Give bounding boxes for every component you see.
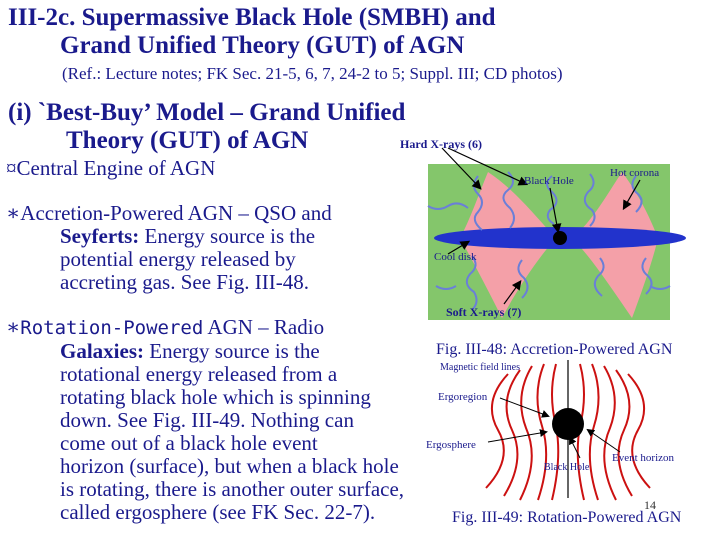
page-number: 14	[644, 498, 656, 512]
section-heading: (i) `Best-Buy’ Model – Grand Unified The…	[8, 99, 528, 155]
fig48-hard-xray-arrow	[441, 147, 482, 190]
fig48-label-soft-xrays: Soft X-rays (7)	[446, 305, 521, 319]
fig49-horizon-arrow	[586, 428, 621, 453]
fig49-label-event-horizon: Event horizon	[612, 452, 675, 464]
fig49-ergoregion-arrow	[499, 397, 550, 418]
figure-49-caption: Fig. III-49: Rotation-Powered AGN	[452, 509, 682, 526]
bullet-central-engine: ¤Central Engine of AGN	[6, 156, 216, 180]
fig49-label-ergosphere: Ergosphere	[426, 439, 476, 451]
accretion-line-4: accreting gas. See Fig. III-48.	[60, 270, 309, 294]
fig48-label-hard-xrays: Hard X-rays (6)	[400, 137, 482, 151]
title-line-1: III-2c. Supermassive Black Hole (SMBH) a…	[8, 4, 496, 31]
fig48-label-hot-corona: Hot corona	[610, 167, 659, 179]
section-heading-line-1: (i) `Best-Buy’ Model – Grand Unified	[8, 99, 406, 126]
bullet-accretion: ∗Accretion-Powered AGN – QSO and Seyfert…	[6, 202, 406, 294]
rotation-rest: Energy source is the	[144, 339, 320, 363]
fig49-ergosphere-arrow	[487, 429, 548, 443]
section-heading-line-2: Theory (GUT) of AGN	[66, 127, 309, 154]
fig48-softxray-arrow	[503, 280, 522, 305]
accretion-line-2: Seyferts: Energy source is the	[6, 225, 406, 248]
fig49-label-magnetic-field: Magnetic field lines	[440, 362, 520, 373]
figure-48-diagram: Hard X-rays (6) Black Hole Hot corona Co…	[400, 137, 686, 320]
bullet-rotation: ∗Rotation-Powered AGN – Radio Galaxies: …	[6, 316, 456, 524]
rotation-line: down. See Fig. III-49. Nothing can	[60, 408, 354, 432]
fig48-blackhole-arrow	[549, 187, 562, 234]
slide-title: III-2c. Supermassive Black Hole (SMBH) a…	[8, 4, 708, 60]
accretion-head: Accretion-Powered AGN – QSO and	[20, 201, 332, 225]
rotation-bold-term: Galaxies:	[60, 339, 144, 363]
fig48-hard-xray-arrow-2	[447, 147, 529, 186]
fig48-label-cool-disk: Cool disk	[434, 251, 477, 263]
rotation-line: rotating black hole which is spinning	[60, 385, 371, 409]
title-line-2: Grand Unified Theory (GUT) of AGN	[60, 32, 465, 59]
bullet-marker: ∗	[6, 201, 21, 225]
fig49-label-black-hole: Black Hole	[544, 462, 590, 473]
rotation-line: rotational energy released from a	[60, 362, 338, 386]
figure-48-caption: Fig. III-48: Accretion-Powered AGN	[436, 341, 673, 358]
bullet-marker: ∗	[6, 315, 21, 339]
fig48-cooldisk-arrow	[447, 240, 471, 255]
fig48-black-hole	[553, 231, 567, 245]
rotation-mono-term: Rotation-Powered	[20, 317, 204, 339]
rotation-line: is rotating, there is another outer surf…	[60, 477, 405, 501]
fig48-label-black-hole: Black Hole	[524, 175, 574, 187]
fig49-field-lines	[485, 363, 651, 501]
fig49-blackhole-arrow	[569, 436, 581, 459]
rotation-head: AGN – Radio	[203, 315, 325, 339]
accretion-line-3: potential energy released by	[60, 247, 296, 271]
reference-note: (Ref.: Lecture notes; FK Sec. 21-5, 6, 7…	[62, 64, 563, 83]
accretion-rest: Energy source is the	[139, 224, 316, 248]
rotation-line: called ergosphere (see FK Sec. 22-7).	[60, 500, 376, 524]
fig48-corona-arrow	[622, 179, 641, 211]
rotation-line: horizon (surface), but when a black hole	[60, 454, 399, 478]
rotation-line-2: Galaxies: Energy source is the	[6, 340, 456, 363]
fig49-label-ergoregion: Ergoregion	[438, 391, 488, 403]
fig49-black-hole	[552, 408, 584, 440]
rotation-line: come out of a black hole event	[60, 431, 318, 455]
accretion-bold-term: Seyferts:	[60, 224, 140, 248]
figure-49-diagram: Magnetic field lines Ergoregion Ergosphe…	[426, 360, 675, 501]
